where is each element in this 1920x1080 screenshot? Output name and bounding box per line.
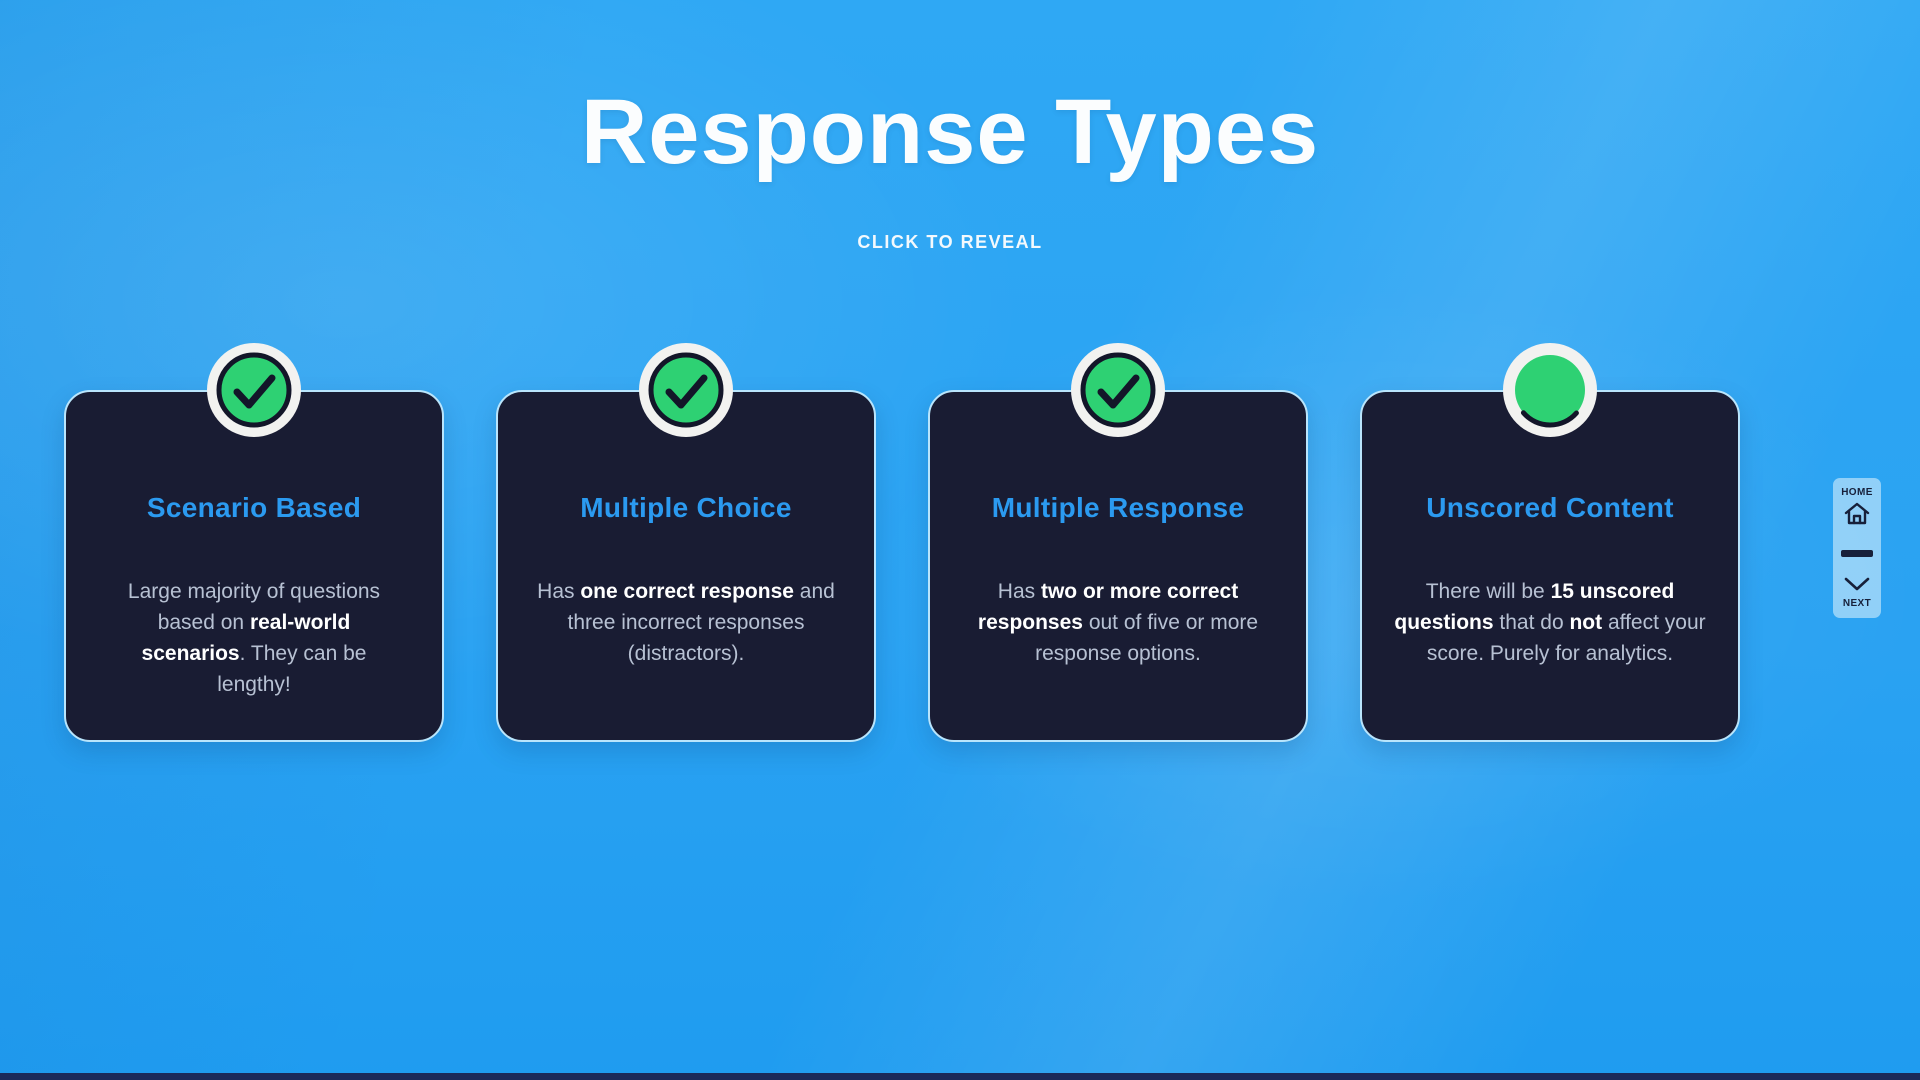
home-button[interactable]: HOME bbox=[1841, 487, 1873, 529]
card-body: Has one correct response and three incor… bbox=[537, 580, 835, 665]
home-icon bbox=[1844, 502, 1870, 529]
card-multiple-response[interactable]: Multiple Response Has two or more correc… bbox=[928, 343, 1308, 742]
card-title: Scenario Based bbox=[146, 492, 362, 523]
card-title: Multiple Choice bbox=[580, 492, 792, 523]
revealing-circle-icon bbox=[1502, 342, 1598, 438]
side-nav-panel: HOME NEXT bbox=[1833, 478, 1881, 618]
card-title: Multiple Response bbox=[991, 492, 1245, 523]
check-circle-icon bbox=[638, 342, 734, 438]
card-body: Large majority of questions based on rea… bbox=[127, 580, 381, 696]
bottom-edge-bar bbox=[0, 1073, 1920, 1080]
chevron-down-icon bbox=[1844, 577, 1870, 594]
card-body: There will be 15 unscored questions that… bbox=[1394, 580, 1706, 665]
check-circle-icon bbox=[206, 342, 302, 438]
card-body: Has two or more correct responses out of… bbox=[977, 580, 1259, 665]
card-title: Unscored Content bbox=[1426, 492, 1674, 523]
card-multiple-choice[interactable]: Multiple Choice Has one correct response… bbox=[496, 343, 876, 742]
page-subtitle: CLICK TO REVEAL bbox=[857, 232, 1043, 252]
check-circle-icon bbox=[1070, 342, 1166, 438]
cards-row: Scenario Based Large majority of questio… bbox=[64, 343, 1740, 742]
page-title: Response Types bbox=[580, 81, 1320, 183]
nav-divider bbox=[1841, 549, 1873, 557]
home-label: HOME bbox=[1841, 487, 1873, 498]
next-label: NEXT bbox=[1842, 598, 1872, 609]
next-button[interactable]: NEXT bbox=[1843, 577, 1871, 609]
card-scenario-based[interactable]: Scenario Based Large majority of questio… bbox=[64, 343, 444, 742]
card-unscored-content[interactable]: Unscored Content There will be 15 unscor… bbox=[1360, 343, 1740, 742]
